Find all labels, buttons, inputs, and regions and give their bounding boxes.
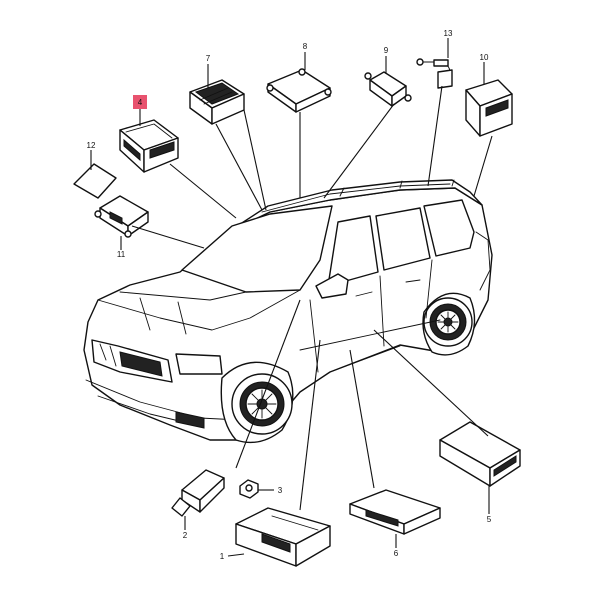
component-13 bbox=[416, 58, 453, 89]
component-6 bbox=[349, 489, 441, 535]
callout-6: 6 bbox=[394, 549, 399, 558]
callout-4-highlight bbox=[133, 95, 147, 109]
callout-4: 4 bbox=[138, 98, 143, 107]
callout-11: 11 bbox=[117, 250, 126, 259]
component-9 bbox=[364, 71, 412, 107]
callout-1: 1 bbox=[220, 552, 225, 561]
component-8 bbox=[266, 68, 332, 113]
callout-2: 2 bbox=[183, 531, 188, 540]
callout-10: 10 bbox=[480, 53, 489, 62]
component-2 bbox=[171, 469, 225, 517]
component-7 bbox=[189, 79, 245, 125]
callouts: 4 7 8 9 13 10 12 11 3 2 1 6 5 bbox=[87, 29, 492, 561]
vehicle-illustration bbox=[83, 179, 493, 444]
leader-lines bbox=[90, 38, 493, 557]
callout-3: 3 bbox=[278, 486, 283, 495]
component-3 bbox=[239, 479, 259, 499]
callout-12: 12 bbox=[87, 141, 96, 150]
callout-13: 13 bbox=[444, 29, 453, 38]
callout-9: 9 bbox=[384, 46, 389, 55]
component-10 bbox=[465, 79, 513, 137]
component-5 bbox=[439, 421, 521, 487]
component-4 bbox=[119, 119, 179, 173]
callout-8: 8 bbox=[303, 42, 308, 51]
callout-7: 7 bbox=[206, 54, 211, 63]
callout-5: 5 bbox=[487, 515, 492, 524]
component-12 bbox=[73, 163, 117, 199]
component-1 bbox=[235, 507, 331, 567]
component-11 bbox=[94, 195, 149, 238]
